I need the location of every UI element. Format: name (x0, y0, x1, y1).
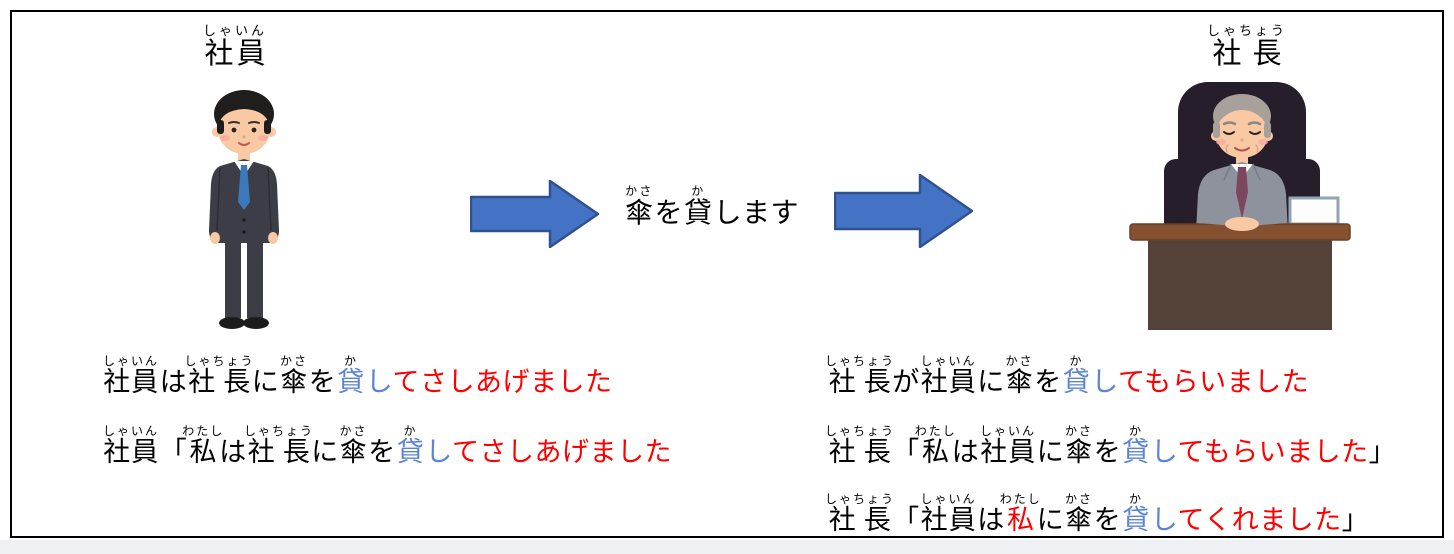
employee-label: 社員しゃいん (202, 24, 267, 70)
page-background: 社員しゃいん 社長しゃちょう (0, 0, 1454, 540)
sentence-president-quote-kureru: 社長しゃちょう「社員しゃいんは私わたしに傘かさを貸かしてくれました」 (825, 492, 1370, 536)
sentence-employee-narration: 社員しゃいんは社長しゃちょうに傘かさを貸かしてさしあげました (103, 354, 613, 398)
sentence-president-narration: 社長しゃちょうが社員しゃいんに傘かさを貸かしてもらいました (825, 354, 1310, 398)
center-caption: 傘かさを貸かします (625, 184, 800, 229)
employee-illustration (170, 80, 318, 342)
window-edge (0, 540, 1454, 554)
president-label: 社長しゃちょう (1206, 24, 1287, 70)
employee-figure-icon (209, 90, 279, 329)
arrow-right-icon (833, 173, 974, 252)
president-at-desk-icon (1129, 82, 1351, 330)
sentence-employee-quote: 社員しゃいん「私わたしは社長しゃちょうに傘かさを貸かしてさしあげました (103, 424, 672, 468)
slide-frame: 社員しゃいん 社長しゃちょう (10, 10, 1444, 538)
arrow-left-icon (469, 179, 600, 252)
sentence-president-quote-morau: 社長しゃちょう「私わたしは社員しゃいんに傘かさを貸かしてもらいました」 (825, 424, 1397, 468)
president-illustration (1112, 74, 1367, 338)
